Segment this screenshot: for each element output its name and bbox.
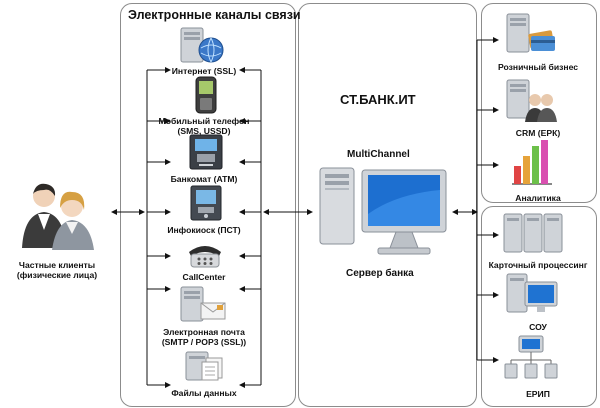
- bank-server-label: Сервер банка: [346, 268, 414, 279]
- bank-title: СТ.БАНК.ИТ: [340, 92, 416, 107]
- channel-label-internet: Интернет (SSL): [171, 66, 237, 76]
- server-users-icon: [506, 79, 557, 122]
- right-label-analytics: Аналитика: [515, 193, 561, 203]
- right-label-erip: ЕРИП: [526, 389, 550, 399]
- right-label-crm: CRM (ЕРК): [515, 128, 561, 138]
- telephone-icon: [189, 246, 221, 268]
- server-monitor-icon: [506, 273, 558, 313]
- data-files-icon: [185, 351, 223, 381]
- servers-icon: [503, 213, 563, 253]
- right-label-sou: СОУ: [529, 322, 547, 332]
- channel-label-email: Электронная почта (SMTP / POP3 (SSL)): [161, 327, 247, 347]
- clients-label: Частные клиенты (физические лица): [16, 260, 98, 280]
- server-mail-icon: [180, 286, 226, 322]
- server-cards-icon: [506, 13, 555, 53]
- network-icon: [504, 335, 558, 379]
- desktop-server-icon: [319, 167, 447, 255]
- right-label-card-processing: Карточный процессинг: [488, 260, 588, 270]
- right-label-retail: Розничный бизнес: [497, 62, 579, 72]
- people-icon: [22, 183, 94, 250]
- bar-chart-icon: [512, 140, 552, 185]
- channel-label-files: Файлы данных: [171, 388, 237, 398]
- atm-icon: [189, 134, 223, 170]
- channel-label-mobile: Мобильный телефон (SMS, USSD): [158, 116, 250, 136]
- channel-label-atm: Банкомат (ATM): [170, 174, 238, 184]
- channel-label-callcenter: CallCenter: [182, 272, 226, 282]
- channel-label-kiosk: Инфокиоск (ПСТ): [167, 225, 241, 235]
- mobile-phone-icon: [195, 76, 217, 114]
- server-globe-icon: [180, 27, 224, 63]
- kiosk-icon: [190, 185, 222, 221]
- channels-title: Электронные каналы связи: [128, 8, 301, 22]
- multichannel-label: MultiChannel: [347, 149, 410, 160]
